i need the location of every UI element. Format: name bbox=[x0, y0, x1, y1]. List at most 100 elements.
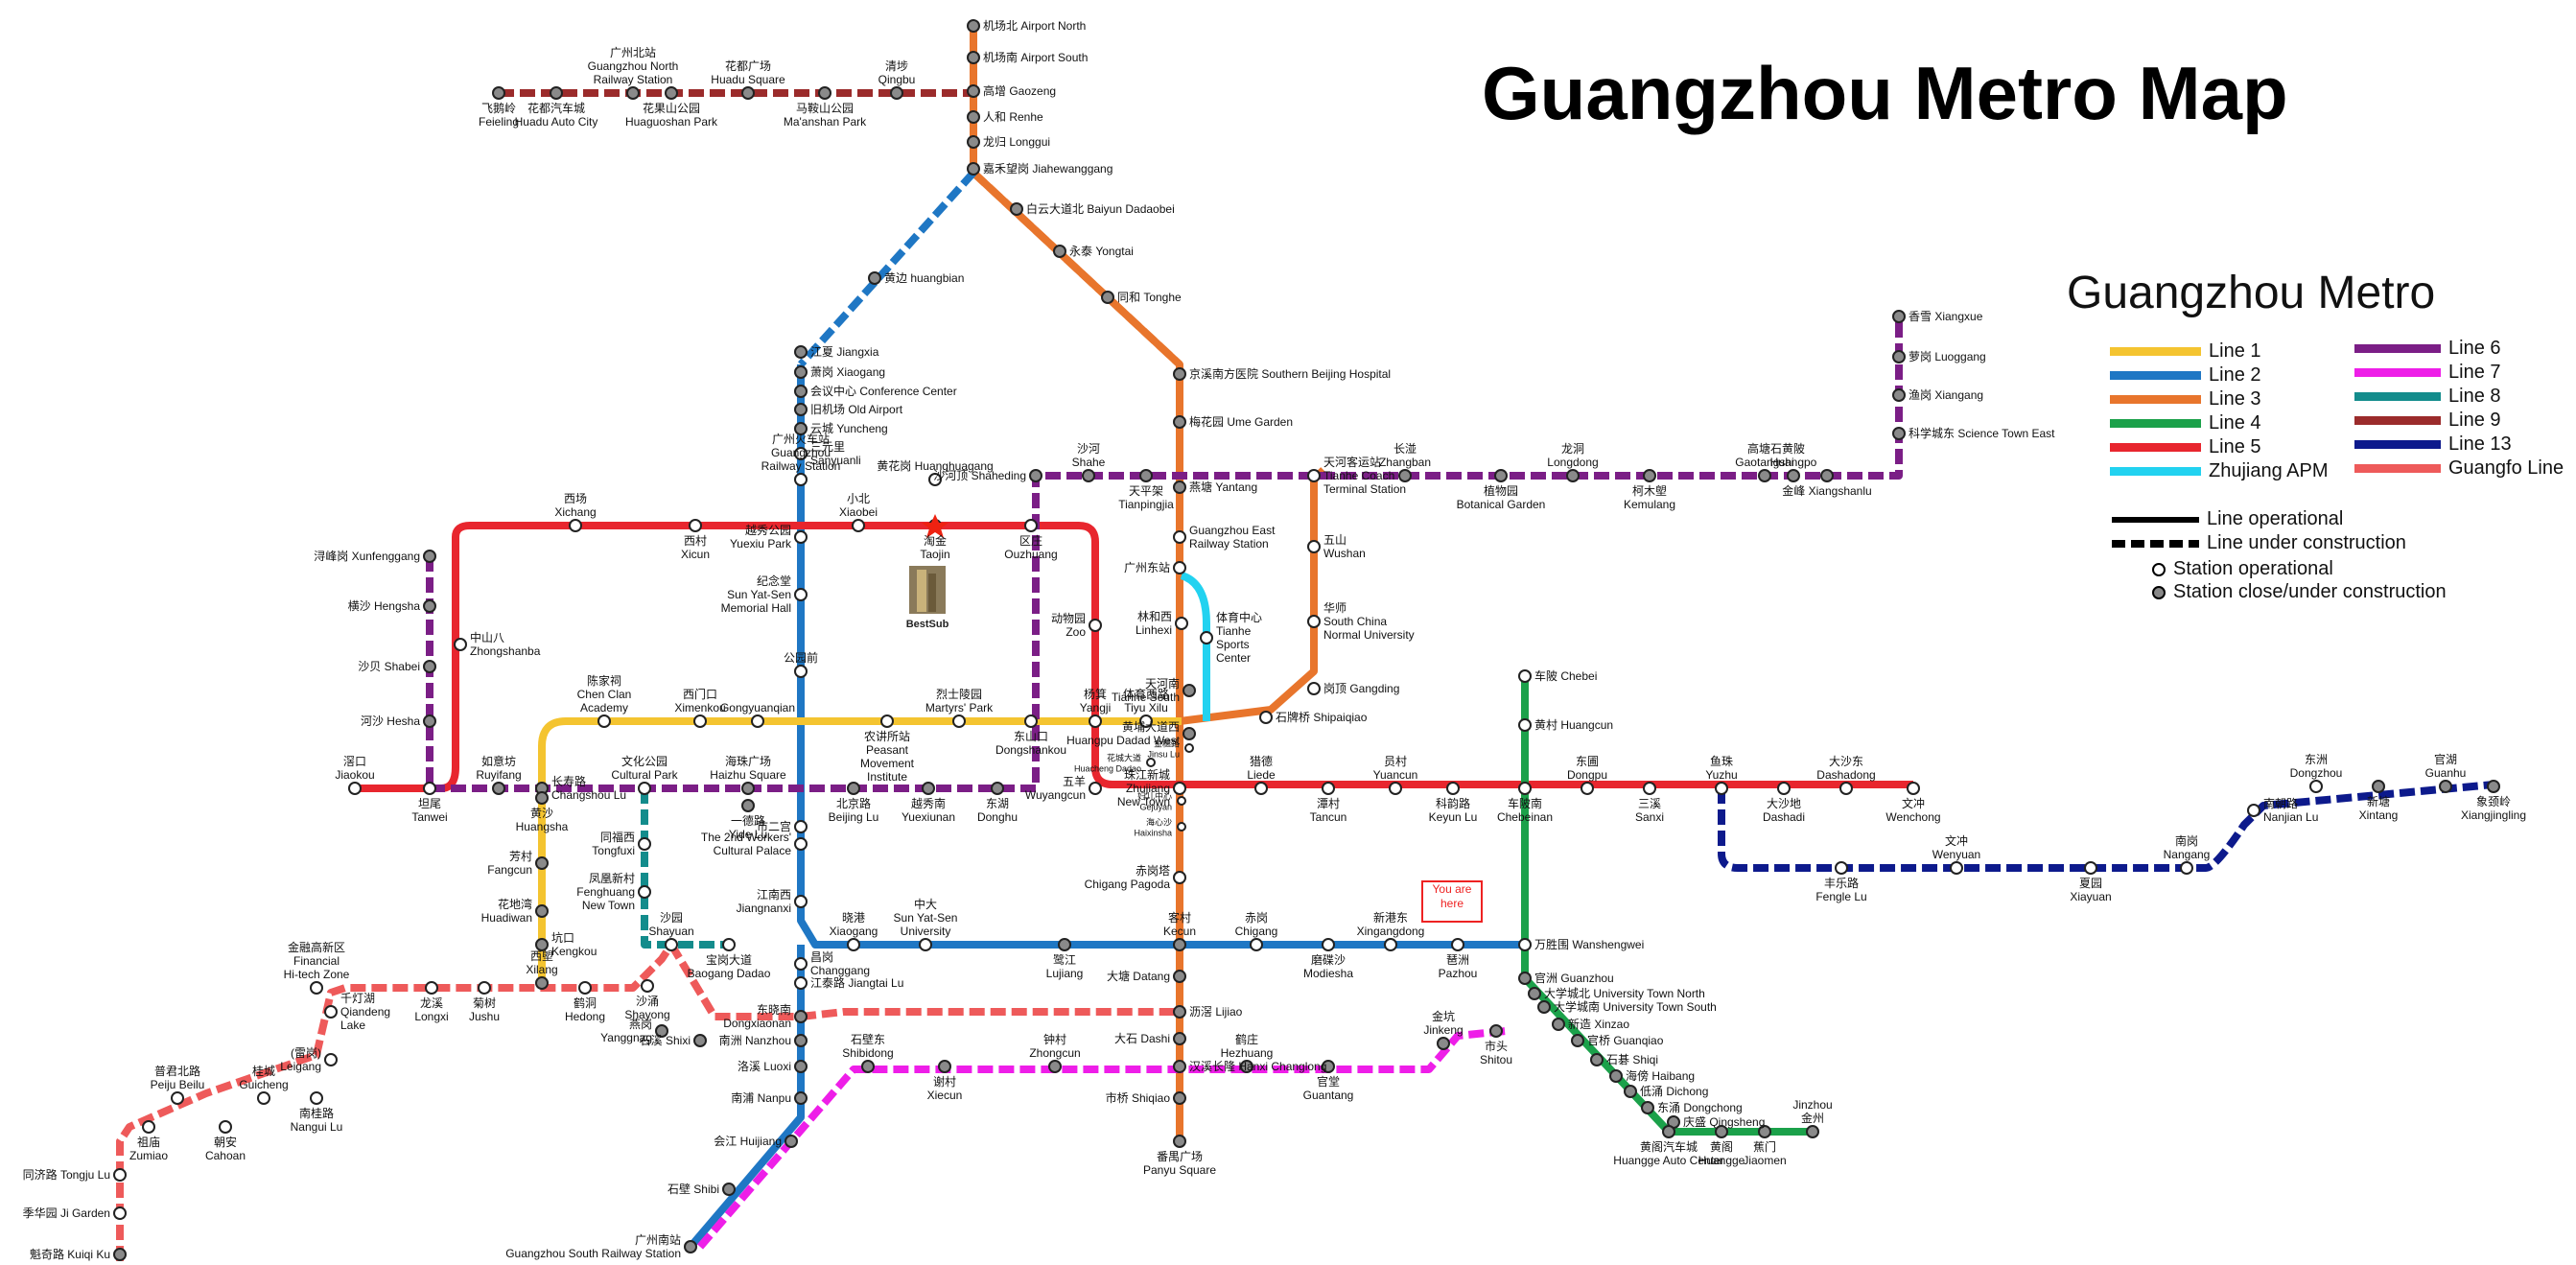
station-marker bbox=[1082, 469, 1095, 482]
station-marker bbox=[1446, 782, 1460, 795]
station-label: 公园前 bbox=[784, 650, 818, 665]
station-marker bbox=[928, 473, 942, 486]
station-marker bbox=[794, 473, 808, 486]
station-label: 石牌桥 Shipaiqiao bbox=[1276, 711, 1368, 724]
station-marker bbox=[454, 638, 467, 651]
station-marker bbox=[1641, 1101, 1654, 1114]
station-marker bbox=[492, 782, 505, 795]
station-marker bbox=[1307, 540, 1321, 553]
station-marker bbox=[1173, 938, 1186, 951]
station-marker bbox=[1528, 987, 1541, 1000]
station-marker bbox=[1089, 782, 1102, 795]
legend-line-apm: Zhujiang APM bbox=[2110, 460, 2329, 482]
station-marker bbox=[847, 782, 860, 795]
legend-swatch bbox=[2354, 416, 2441, 425]
legend-label: Line 8 bbox=[2448, 386, 2501, 407]
legend-label: Station operational bbox=[2173, 558, 2333, 579]
station-marker bbox=[1820, 469, 1834, 482]
station-marker bbox=[1715, 1125, 1728, 1138]
station-marker bbox=[1173, 1032, 1186, 1045]
station-marker bbox=[722, 1183, 736, 1196]
station-marker bbox=[794, 422, 808, 435]
station-label: 石碁 Shiqi bbox=[1606, 1053, 1658, 1066]
station-marker bbox=[818, 86, 831, 100]
station-marker bbox=[794, 1091, 808, 1105]
station-marker bbox=[1806, 1125, 1819, 1138]
station-marker bbox=[1892, 350, 1906, 363]
station-marker bbox=[751, 714, 764, 728]
station-marker bbox=[1240, 1060, 1253, 1073]
legend-swatch bbox=[2354, 464, 2441, 473]
station-marker bbox=[938, 1060, 951, 1073]
station-label: 洛溪 Luoxi bbox=[738, 1059, 791, 1073]
station-label: 沙贝 Shabei bbox=[358, 660, 420, 673]
station-marker bbox=[1489, 1024, 1503, 1038]
station-marker bbox=[638, 837, 651, 851]
station-marker bbox=[1200, 631, 1213, 644]
station-marker bbox=[638, 885, 651, 899]
station-label: 萝岗 Luoggang bbox=[1909, 350, 1986, 363]
station-marker bbox=[113, 1168, 127, 1182]
station-label: 嘉禾望岗 Jiahewanggang bbox=[983, 162, 1112, 176]
station-marker bbox=[722, 938, 736, 951]
station-marker bbox=[2372, 780, 2385, 793]
station-label: 南洲 Nanzhou bbox=[719, 1033, 791, 1047]
legend-line-1: Line 1 bbox=[2110, 340, 2261, 363]
station-marker bbox=[693, 1034, 707, 1047]
legend-label: Line 4 bbox=[2209, 412, 2261, 433]
station-marker bbox=[880, 714, 894, 728]
station-label: 江夏 Jiangxia bbox=[810, 345, 879, 359]
station-label: 车陂 Chebei bbox=[1534, 668, 1597, 683]
line-6-route bbox=[426, 316, 1903, 792]
legend-swatch bbox=[2110, 419, 2201, 428]
station-marker bbox=[1643, 469, 1656, 482]
station-marker bbox=[693, 714, 707, 728]
station-label: 沥滘 Lijiao bbox=[1189, 1005, 1243, 1019]
station-marker bbox=[794, 957, 808, 971]
station-marker bbox=[1437, 1037, 1450, 1050]
station-marker bbox=[425, 981, 438, 995]
station-label: (雷岗)Leigang bbox=[280, 1046, 321, 1073]
legend-line-guangfo: Guangfo Line bbox=[2354, 457, 2564, 480]
station-label: 燕塘 Yantang bbox=[1189, 480, 1257, 494]
station-marker bbox=[1177, 822, 1186, 832]
station-marker bbox=[689, 519, 702, 532]
station-marker bbox=[1173, 530, 1186, 544]
station-marker bbox=[952, 714, 966, 728]
legend-title: Guangzhou Metro bbox=[2067, 268, 2436, 318]
legend-label: Line under construction bbox=[2207, 532, 2406, 553]
station-marker bbox=[794, 588, 808, 601]
